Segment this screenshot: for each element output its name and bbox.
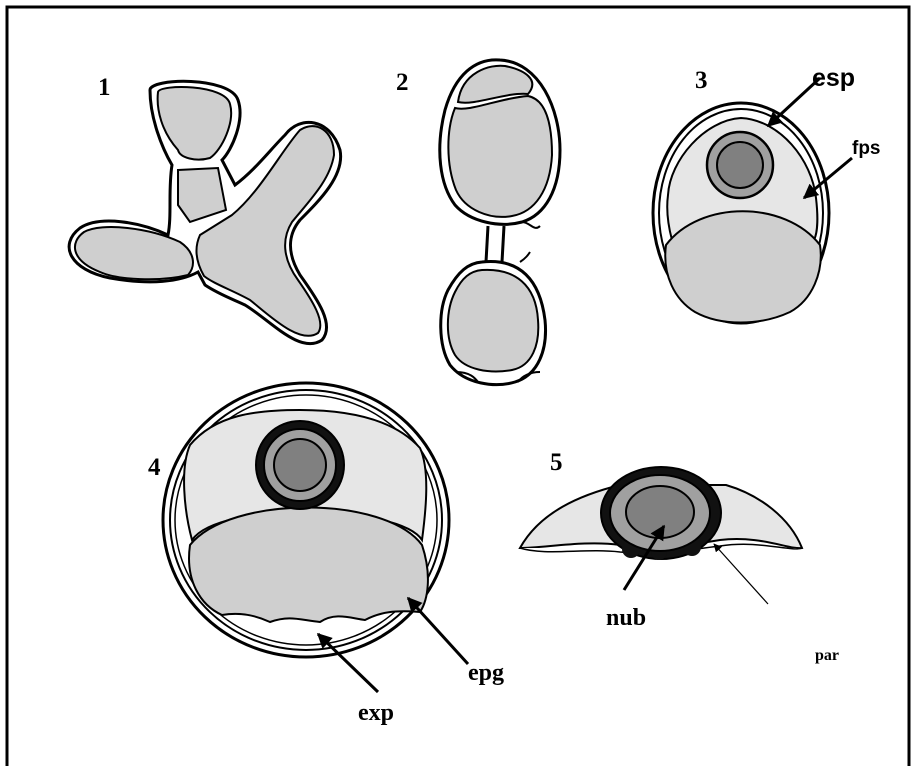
label-epg: epg	[468, 660, 504, 686]
label-fps: fps	[852, 138, 881, 159]
stage-label-4: 4	[148, 454, 161, 481]
stage-label-3: 3	[695, 67, 708, 94]
stage-label-5: 5	[550, 449, 563, 476]
arrow-esp	[768, 78, 820, 126]
stage-5-crescent-spore	[520, 467, 802, 560]
label-par: par	[815, 647, 839, 664]
arrow-par	[714, 544, 768, 604]
label-nub: nub	[606, 605, 646, 631]
stage-4-mature-spore	[163, 383, 449, 657]
stage-label-1: 1	[98, 74, 111, 101]
stage-label-2: 2	[396, 69, 409, 96]
label-exp: exp	[358, 700, 394, 726]
stage-2-cell-chain	[440, 60, 560, 385]
stage-1-branched-cells	[69, 81, 341, 343]
stage-3-young-spore	[653, 103, 829, 323]
arrow-epg	[408, 598, 468, 664]
